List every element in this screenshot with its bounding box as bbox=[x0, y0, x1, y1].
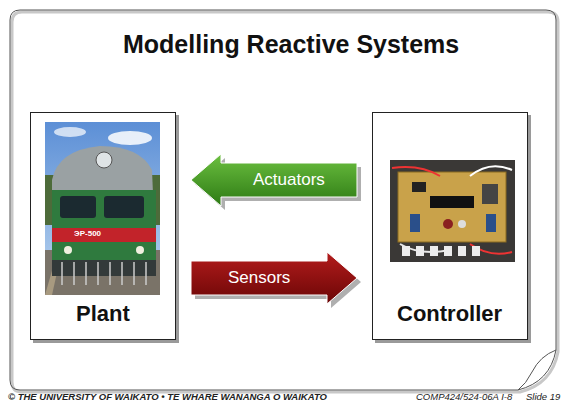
arrow-label: Actuators bbox=[253, 170, 325, 190]
block-arrow bbox=[191, 154, 361, 210]
node-label: Plant bbox=[76, 301, 130, 327]
controller-box: Controller bbox=[372, 112, 528, 340]
arrow-label: Sensors bbox=[228, 268, 290, 288]
arrow-body bbox=[191, 252, 357, 304]
footer-copyright: © THE UNIVERSITY OF WAIKATO • TE WHARE W… bbox=[8, 391, 327, 402]
footer-slide: Slide 19 bbox=[526, 391, 560, 402]
node-label: Controller bbox=[397, 301, 502, 327]
page-curl bbox=[518, 350, 556, 390]
frame-shadow bbox=[12, 12, 558, 392]
arrow-body bbox=[191, 154, 357, 206]
footer-course: COMP424/524-06A I-8 bbox=[416, 391, 512, 402]
block-arrow bbox=[191, 252, 361, 308]
slide-title: Modelling Reactive Systems bbox=[123, 30, 459, 59]
frame-outline bbox=[10, 10, 556, 390]
train-number: ЭР-500 bbox=[74, 229, 101, 238]
plant-box: Plant bbox=[30, 112, 176, 340]
